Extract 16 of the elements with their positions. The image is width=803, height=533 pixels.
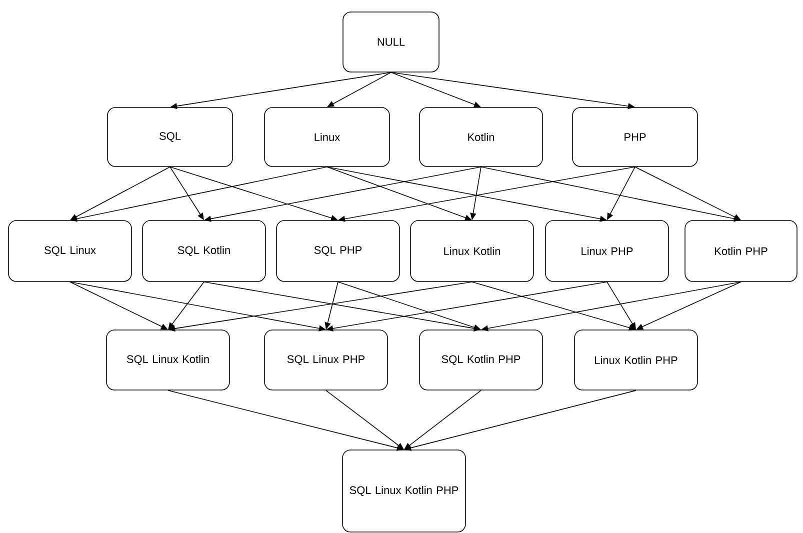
lattice-box: SQL Linux Kotlin PHP (342, 450, 466, 532)
lattice-box: SQL Linux Kotlin (106, 330, 230, 390)
lattice-box: SQL PHP (276, 220, 400, 282)
lattice-box: Kotlin PHP (684, 220, 798, 282)
lattice-box: Linux Kotlin PHP (574, 330, 698, 390)
lattice-box: Linux PHP (545, 220, 669, 282)
lattice-box: SQL Kotlin PHP (419, 330, 543, 390)
lattice-box: SQL (107, 107, 233, 167)
lattice-box: NULL (342, 12, 440, 72)
lattice-box: PHP (572, 107, 698, 167)
lattice-box: SQL Linux (8, 220, 132, 282)
lattice-box: Linux (264, 107, 390, 167)
lattice-box: SQL Kotlin (142, 220, 266, 282)
lattice-box: Linux Kotlin (410, 220, 534, 282)
lattice-box: Kotlin (419, 107, 543, 167)
lattice-box: SQL Linux PHP (264, 330, 388, 390)
